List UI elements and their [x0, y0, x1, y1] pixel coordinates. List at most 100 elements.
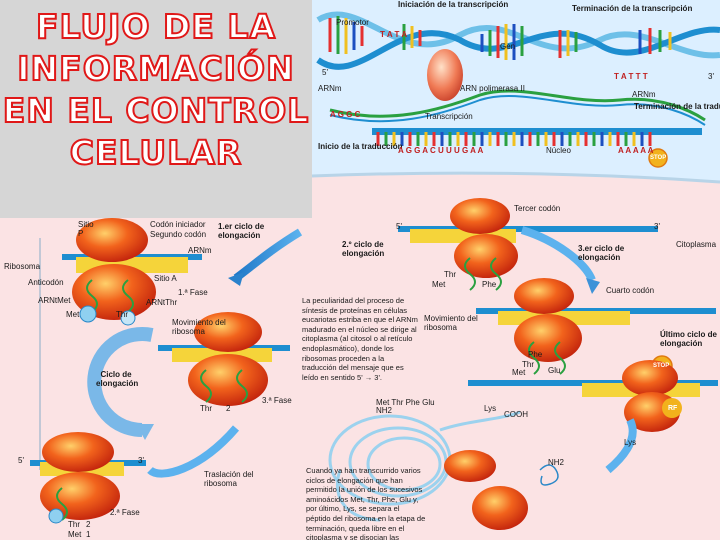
seq-aaa: A A A A A	[618, 146, 654, 155]
label-tercer-codon: Tercer codón	[514, 204, 561, 213]
label-thr-r2: Thr	[522, 360, 534, 369]
arrow-to-ribosome-5	[520, 226, 596, 282]
prime-5-left: 5'	[18, 456, 24, 465]
trna-pair-3	[56, 487, 68, 521]
free-small-subunit	[444, 450, 496, 482]
mrna-strip-6	[468, 380, 718, 397]
seq-tattt: T A T T T	[614, 72, 648, 81]
label-terminacion-transcripcion: Terminación de la transcripción	[572, 4, 693, 13]
nuclear-membrane	[311, 171, 720, 184]
stop-label-mid: STOP	[653, 363, 670, 369]
arrow-to-release	[605, 418, 637, 474]
label-iniciacion: Iniciación de la transcripción	[398, 0, 509, 9]
label-arnm-left: ARNm	[318, 84, 342, 93]
label-arnt-thr: ARNtThr	[146, 298, 178, 307]
label-codon-iniciador: Codón iniciador	[150, 220, 206, 229]
label-movimiento-right: Movimiento del ribosoma	[424, 314, 478, 332]
prime-5-top: 5'	[322, 68, 328, 77]
ribosome-5	[514, 278, 582, 362]
trna-pair-4	[464, 257, 502, 291]
label-rf: RF	[668, 405, 678, 412]
label-met-1: Met	[66, 310, 80, 319]
label-phe-r1: Phe	[482, 280, 497, 289]
label-fase2-num: 2	[226, 404, 231, 413]
stop-sign-top	[648, 148, 668, 168]
seq-aggc: A G G C	[330, 110, 361, 119]
arrow-traslacion	[147, 425, 240, 478]
paragraph-peculiaridad: La peculiaridad del proceso de síntesis …	[302, 296, 418, 382]
label-gen: Gen	[500, 42, 516, 51]
label-sitio-p: Sitio P	[78, 220, 94, 238]
label-ribosoma: Ribosoma	[4, 262, 41, 271]
label-peptide: Met Thr Phe Glu	[376, 398, 435, 407]
label-traslacion: Traslación del ribosoma	[204, 470, 254, 488]
prime-3-top: 3'	[708, 72, 714, 81]
ribosome-4	[450, 198, 518, 278]
trna-pair-1	[86, 279, 134, 313]
stop-label-top: STOP	[650, 155, 667, 161]
trna-pair-2	[200, 369, 248, 403]
label-met-r2: Met	[512, 368, 526, 377]
label-terminacion-traduccion: Terminación de la traducción	[634, 102, 720, 111]
label-nucleo: Núcleo	[546, 146, 571, 155]
label-segundo-ciclo: 2.º ciclo de elongación	[342, 240, 385, 258]
label-citoplasma: Citoplasma	[676, 240, 717, 249]
label-anticodon: Anticodón	[28, 278, 64, 287]
mrna-transcript	[329, 89, 706, 126]
lys-coil	[539, 464, 559, 486]
label-primer-ciclo: 1.er ciclo de elongación	[218, 222, 265, 240]
mrna-strip-5	[476, 308, 716, 325]
label-transcripcion: Transcripción	[425, 112, 473, 121]
label-fase3: 3.ª Fase	[262, 396, 292, 405]
thr-amino-acid-1	[120, 310, 136, 326]
label-met-3: Met	[68, 530, 82, 539]
seq-aug: A G G A C U U U G A A	[398, 146, 484, 155]
prime-5-right: 5'	[396, 222, 402, 231]
met-amino-acid-3	[48, 508, 64, 524]
seq-tata: T A T A	[380, 30, 408, 39]
label-ultimo-ciclo: Último ciclo de elongación	[660, 330, 717, 348]
label-arnm-right: ARNm	[632, 90, 656, 99]
page-title: FLUJO DE LA INFORMACIÓN EN EL CONTROL CE…	[2, 6, 310, 173]
rna-polymerase	[427, 49, 463, 101]
label-thr-2: Thr	[200, 404, 212, 413]
trna-pair-5	[528, 341, 566, 375]
title-panel: FLUJO DE LA INFORMACIÓN EN EL CONTROL CE…	[0, 0, 312, 218]
ribosome-1	[72, 218, 156, 320]
label-phe-r2: Phe	[528, 350, 543, 359]
label-met-r1: Met	[432, 280, 446, 289]
label-glu-r2: Glu	[548, 366, 561, 375]
label-arnt-met: ARNtMet	[38, 296, 71, 305]
label-sitio-a: Sitio A	[154, 274, 177, 283]
label-lys-1: Lys	[484, 404, 497, 413]
label-fase2: 2.ª Fase	[110, 508, 140, 517]
ribosome-3	[40, 432, 120, 520]
prime-3-left: 3'	[138, 456, 144, 465]
label-cooh: COOH	[504, 410, 528, 419]
label-arn-polimerasa: ARN polimerasa II	[460, 84, 525, 93]
label-nh2-1: NH2	[376, 406, 393, 415]
mature-mrna	[372, 128, 702, 146]
label-segundo-codon: Segundo codón	[150, 230, 207, 239]
label-movimiento-left: Movimiento del ribosoma	[172, 318, 226, 336]
dna-base-pairs	[328, 16, 672, 60]
label-ciclo-elongacion: Ciclo de elongación	[96, 370, 139, 388]
label-arnm-left-panel: ARNm	[188, 246, 212, 255]
label-cuarto-codon: Cuarto codón	[606, 286, 655, 295]
label-promotor: Promotor	[336, 18, 369, 27]
label-tercer-ciclo: 3.er ciclo de elongación	[578, 244, 625, 262]
label-thr-r1: Thr	[444, 270, 456, 279]
free-large-subunit	[472, 486, 528, 530]
label-inicio-traduccion: Inicio de la traducción	[318, 142, 403, 151]
prime-3-right: 3'	[654, 222, 660, 231]
label-fase1: 1.ª Fase	[178, 288, 208, 297]
release-factor	[662, 398, 682, 418]
label-thr-1: Thr	[116, 310, 128, 319]
met-amino-acid-1	[79, 305, 97, 323]
ribosome-2	[188, 312, 268, 406]
label-num1: 1	[86, 530, 91, 539]
elongation-cycle-arrow	[87, 327, 154, 437]
label-thr-3: Thr	[68, 520, 80, 529]
label-nh2-2: NH2	[548, 458, 565, 467]
